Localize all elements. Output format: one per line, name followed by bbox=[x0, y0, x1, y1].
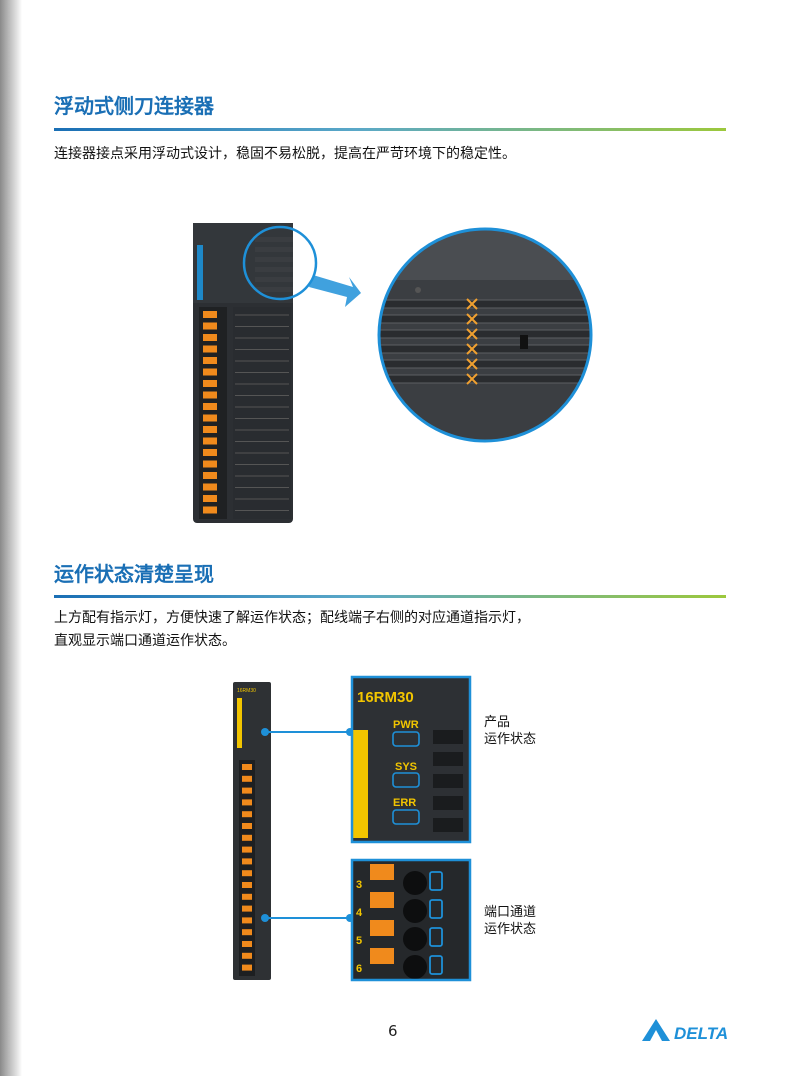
section-description-line-2: 直观显示端口通道运作状态。 bbox=[54, 633, 236, 649]
terminal-block bbox=[203, 403, 217, 410]
section-description: 连接器接点采用浮动式设计，稳固不易松脱，提高在严苛环境下的稳定性。 bbox=[54, 146, 516, 162]
terminal-block bbox=[203, 460, 217, 468]
terminal-block bbox=[203, 334, 217, 341]
section-description-line-1: 上方配有指示灯，方便快速了解运作状态；配线端子右侧的对应通道指示灯， bbox=[54, 610, 530, 626]
terminal-block bbox=[242, 823, 252, 829]
led-zoom-box: 16RM30 PWR SYS ERR bbox=[350, 675, 472, 844]
caption-channel-status: 端口通道 运作状态 bbox=[484, 905, 537, 937]
pwr-led-icon bbox=[392, 731, 420, 747]
status-figure: 16RM30 16RM30 PWR SYS ERR bbox=[233, 675, 472, 982]
sys-label: SYS bbox=[395, 761, 417, 773]
zoom-circle bbox=[377, 227, 593, 443]
page-number: 6 bbox=[388, 1022, 398, 1040]
highlight-circle bbox=[242, 225, 318, 301]
terminal-block bbox=[203, 345, 217, 353]
module-model-label: 16RM30 bbox=[357, 689, 414, 706]
terminal-block bbox=[242, 787, 252, 794]
terminal-block bbox=[242, 870, 252, 877]
zoom-arrow bbox=[309, 275, 361, 307]
section-title-status-display: 运作状态清楚呈现 bbox=[54, 562, 214, 586]
terminal-block bbox=[242, 775, 252, 782]
err-label: ERR bbox=[393, 797, 416, 809]
terminal-block bbox=[242, 764, 252, 770]
brand-name: DELTA bbox=[674, 1024, 728, 1043]
sys-led-icon bbox=[392, 772, 420, 788]
terminal-block bbox=[242, 799, 252, 806]
terminal-block bbox=[203, 449, 217, 456]
terminal-block bbox=[203, 322, 217, 330]
channel-led-icon bbox=[429, 927, 443, 947]
terminal-block bbox=[242, 834, 252, 841]
channel-number: 3 bbox=[356, 879, 362, 891]
terminal-block bbox=[242, 929, 252, 936]
svg-text:16RM30: 16RM30 bbox=[237, 688, 256, 694]
channel-number: 4 bbox=[356, 907, 363, 919]
channel-number: 5 bbox=[356, 935, 362, 947]
terminal-block bbox=[203, 357, 217, 364]
channel-led-icon bbox=[429, 955, 443, 975]
section-title-floating-connector: 浮动式侧刀连接器 bbox=[54, 94, 214, 118]
terminal-block bbox=[242, 882, 252, 888]
spring-contacts bbox=[466, 298, 478, 385]
terminal-block bbox=[242, 858, 252, 865]
terminal-block bbox=[242, 811, 252, 818]
page-edge-shadow bbox=[0, 0, 22, 1076]
terminal-block bbox=[242, 917, 252, 924]
terminal-block bbox=[203, 311, 217, 318]
section-divider bbox=[54, 128, 726, 131]
pwr-label: PWR bbox=[393, 719, 419, 731]
channel-zoom-box: 3 4 5 6 bbox=[350, 858, 472, 982]
zoom-spec-label: 250μs bbox=[400, 436, 431, 448]
terminal-block bbox=[203, 391, 217, 399]
terminal-block bbox=[242, 893, 252, 900]
terminal-block bbox=[242, 846, 252, 853]
section-divider bbox=[54, 595, 726, 598]
err-led-icon bbox=[392, 809, 420, 825]
channel-number: 6 bbox=[356, 963, 362, 975]
terminal-block bbox=[203, 426, 217, 433]
terminal-block bbox=[242, 905, 252, 912]
terminal-block bbox=[203, 472, 217, 479]
terminal-block bbox=[203, 414, 217, 422]
terminal-block bbox=[203, 495, 217, 502]
channel-led-icon bbox=[429, 899, 443, 919]
terminal-block bbox=[242, 941, 252, 947]
connector-figure: 20-0A 250μs mA bbox=[193, 223, 593, 523]
delta-logo: DELTA bbox=[642, 1019, 728, 1043]
terminal-block bbox=[203, 368, 217, 376]
terminal-block bbox=[203, 437, 217, 445]
io-module-image: 16RM30 bbox=[233, 682, 271, 980]
terminal-block bbox=[242, 964, 252, 971]
channel-led-icon bbox=[429, 871, 443, 891]
terminal-block bbox=[203, 483, 217, 491]
caption-product-status: 产品 运作状态 bbox=[484, 715, 537, 747]
terminal-block bbox=[242, 952, 252, 959]
terminal-block bbox=[203, 380, 217, 387]
zoom-spec-label-2: mA bbox=[435, 452, 452, 464]
terminal-block bbox=[203, 506, 217, 514]
io-module-image bbox=[193, 223, 293, 523]
